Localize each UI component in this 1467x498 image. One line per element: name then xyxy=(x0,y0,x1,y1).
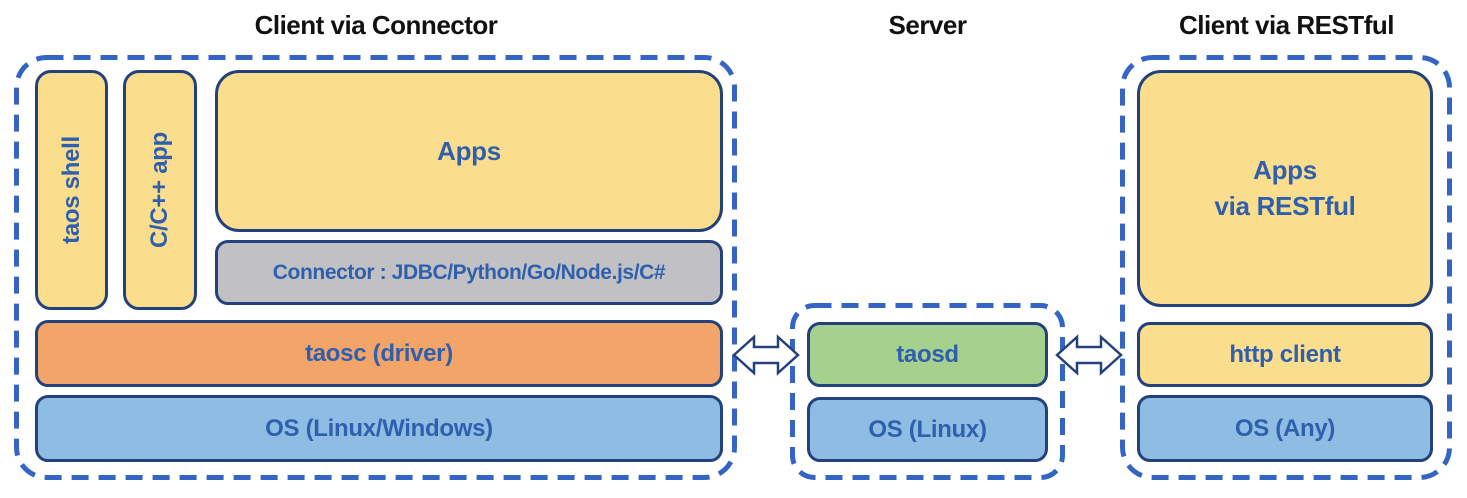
http-client-box: http client xyxy=(1137,322,1433,387)
os-linux-box: OS (Linux) xyxy=(807,397,1048,462)
http-client-label: http client xyxy=(1229,340,1341,368)
apps-via-restful-label: Apps via RESTful xyxy=(1214,155,1356,221)
client-connector-group-border xyxy=(14,55,737,480)
taos-shell-label: taos shell xyxy=(57,136,85,244)
client-restful-group-border xyxy=(1120,55,1452,480)
connector-label: Connector : JDBC/Python/Go/Node.js/C# xyxy=(272,260,666,284)
apps-via-restful-box: Apps via RESTful xyxy=(1137,70,1433,307)
connector-box: Connector : JDBC/Python/Go/Node.js/C# xyxy=(215,240,723,305)
taosc-driver-box: taosc (driver) xyxy=(35,320,723,387)
taosc-driver-label: taosc (driver) xyxy=(305,339,453,367)
client-connector-title: Client via Connector xyxy=(254,10,498,40)
os-any-box: OS (Any) xyxy=(1137,395,1433,462)
client-restful-title: Client via RESTful xyxy=(1179,10,1394,40)
taos-shell-box: taos shell xyxy=(35,70,108,310)
os-any-label: OS (Any) xyxy=(1234,414,1336,442)
os-linux-windows-box: OS (Linux/Windows) xyxy=(35,395,723,462)
apps-box: Apps xyxy=(215,70,723,232)
os-linux-label: OS (Linux) xyxy=(868,415,987,443)
right-double-arrow-icon xyxy=(1055,334,1123,376)
server-title: Server xyxy=(888,10,967,40)
os-linux-windows-label: OS (Linux/Windows) xyxy=(265,414,493,442)
taosd-box: taosd xyxy=(807,322,1048,387)
server-group-border xyxy=(790,303,1065,480)
cpp-app-label: C/C++ app xyxy=(146,132,173,248)
left-double-arrow-icon xyxy=(732,334,800,376)
taosd-label: taosd xyxy=(896,340,959,368)
apps-label: Apps xyxy=(437,135,501,166)
cpp-app-box: C/C++ app xyxy=(123,70,197,310)
